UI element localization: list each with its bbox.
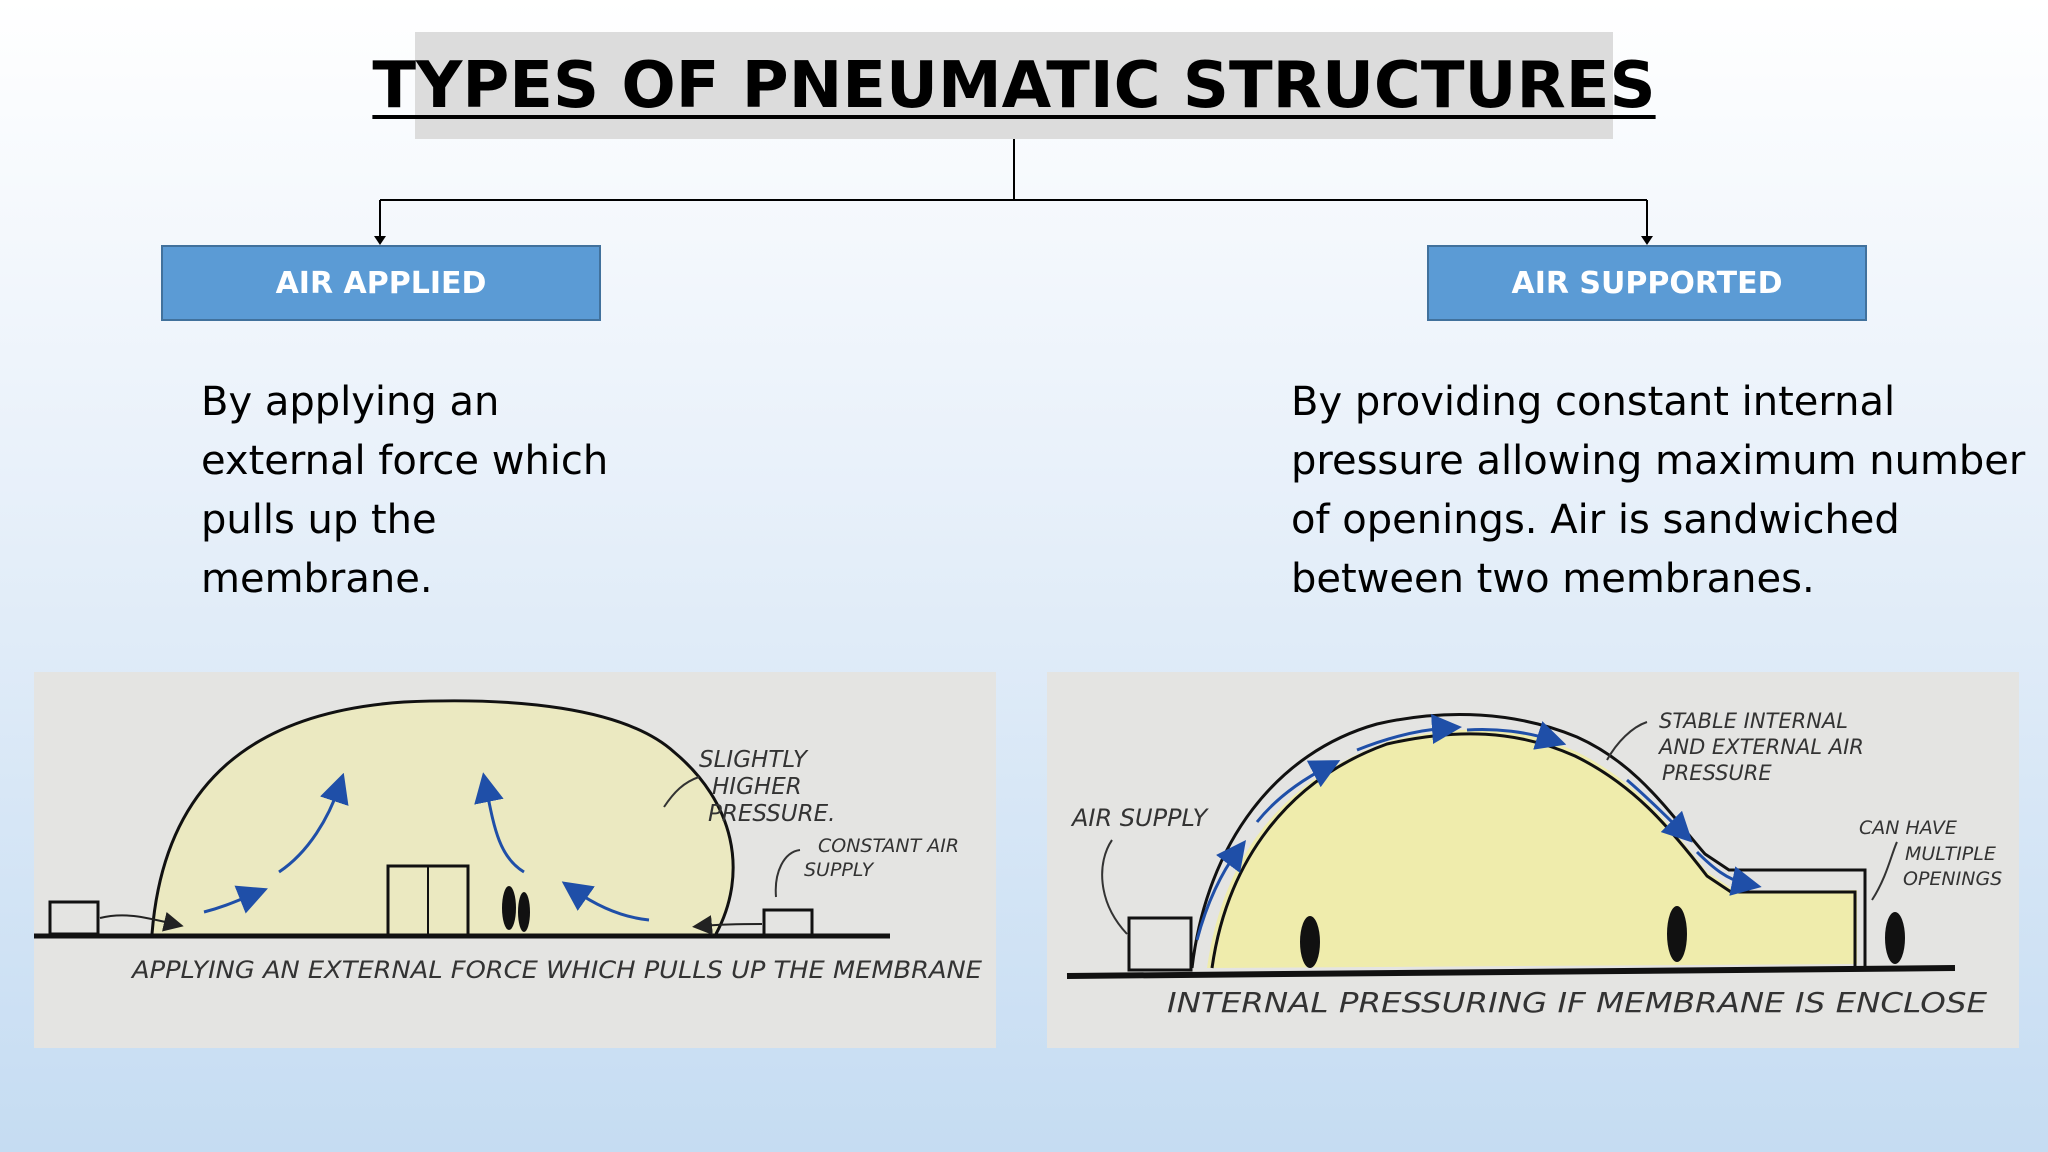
outer-membrane (1190, 712, 1867, 969)
description-line: between two membranes. (1291, 556, 1815, 602)
category-air-applied: AIR APPLIED (161, 245, 601, 321)
person-icon (1885, 912, 1905, 964)
arrow-down-left (374, 236, 386, 245)
annotation-text: AIR SUPPLY (1070, 804, 1210, 832)
description-line: of openings. Air is sandwiched (1291, 497, 1900, 543)
sketch-caption: APPLYING AN EXTERNAL FORCE WHICH PULLS U… (130, 956, 983, 984)
description-air-applied: By applying an external force which pull… (201, 373, 608, 609)
membrane-outline (150, 699, 735, 935)
slide-title: TYPES OF PNEUMATIC STRUCTURES (372, 48, 1656, 123)
air-supply-box-left (48, 900, 100, 936)
description-line: external force which (201, 438, 609, 484)
description-line: pulls up the (201, 497, 437, 543)
air-supply-box-right (762, 908, 814, 938)
person-icon (502, 886, 516, 930)
category-label: AIR SUPPORTED (1511, 265, 1783, 301)
description-air-supported: By providing constant internal pressure … (1291, 373, 2025, 609)
person-icon (518, 892, 530, 932)
membrane-fill (152, 700, 734, 934)
annotation-text: CAN HAVE (1859, 817, 1957, 839)
annotation-text: HIGHER (712, 774, 802, 800)
description-line: pressure allowing maximum number (1291, 438, 2026, 484)
annotation-text: SLIGHTLY (699, 747, 809, 773)
inner-volume-fill (1207, 729, 1857, 968)
description-line: membrane. (201, 556, 433, 602)
annotation-text: SUPPLY (804, 859, 875, 881)
category-air-supported: AIR SUPPORTED (1427, 245, 1867, 321)
sketch-air-supported: AIR SUPPLY STABLE INTERNAL AND EXTERNAL … (1047, 672, 2019, 1048)
description-line: By applying an (201, 379, 500, 425)
description-line: By providing constant internal (1291, 379, 1896, 425)
air-supply-box (1127, 916, 1193, 972)
annotation-text: CONSTANT AIR (818, 835, 959, 857)
sketch-air-applied: SLIGHTLY HIGHER PRESSURE. CONSTANT AIR S… (34, 672, 996, 1048)
title-box: TYPES OF PNEUMATIC STRUCTURES (372, 32, 1656, 139)
annotation-text: MULTIPLE (1905, 843, 1996, 865)
sketch-caption: INTERNAL PRESSURING IF MEMBRANE IS ENCLO… (1167, 986, 1987, 1019)
arrow-down-right (1641, 236, 1653, 245)
person-icon (1300, 916, 1320, 968)
ground-line (1066, 965, 1956, 979)
annotation-text: STABLE INTERNAL (1659, 709, 1848, 733)
category-label: AIR APPLIED (275, 265, 487, 301)
annotation-text: OPENINGS (1903, 868, 2002, 890)
annotation-text: AND EXTERNAL AIR (1657, 735, 1864, 759)
person-icon (1667, 906, 1687, 962)
annotation-text: PRESSURE. (708, 801, 835, 827)
hierarchy-connector (374, 139, 1653, 245)
annotation-text: PRESSURE (1662, 761, 1772, 785)
